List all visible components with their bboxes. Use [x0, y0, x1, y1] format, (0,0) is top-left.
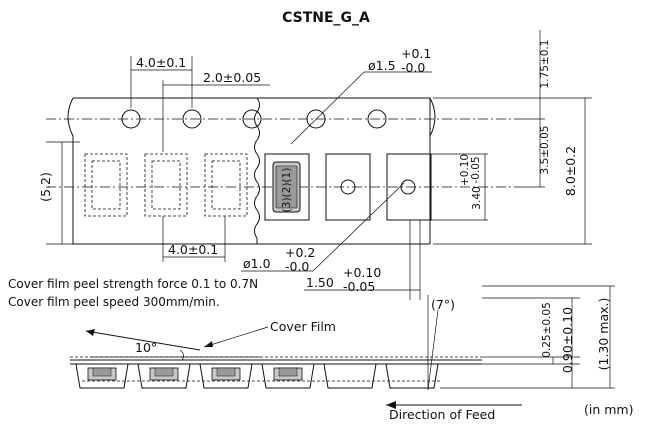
dim-left-side: (5.2)	[38, 141, 80, 245]
note-peel-force: Cover film peel strength force 0.1 to 0.…	[8, 277, 258, 291]
svg-text:4.0±0.1: 4.0±0.1	[168, 242, 218, 257]
svg-text:ø1.5: ø1.5	[368, 58, 396, 73]
svg-text:2.0±0.05: 2.0±0.05	[203, 70, 261, 85]
sprocket-hole	[242, 109, 262, 129]
svg-text:-0.05: -0.05	[343, 279, 375, 294]
svg-text:(1.30 max.): (1.30 max.)	[596, 298, 611, 371]
svg-text:-0.0: -0.0	[401, 60, 425, 75]
svg-text:10°: 10°	[135, 340, 157, 355]
svg-text:ø1.0: ø1.0	[243, 256, 271, 271]
dim-pitch-4-bottom: 4.0±0.1	[162, 216, 226, 262]
svg-text:+0.10: +0.10	[459, 154, 471, 186]
drawing-title: CSTNE_G_A	[282, 10, 370, 26]
dim-pitch-4: 4.0±0.1	[130, 55, 193, 108]
dim-right-side: 1.75±0.1 3.5±0.05 8.0±0.2 3.40 +0.10 -0.…	[431, 30, 592, 245]
cover-film-label: Cover Film	[270, 319, 336, 334]
dim-length-150: 1.50 +0.10 -0.05	[304, 220, 421, 300]
unit-label: (in mm)	[584, 402, 633, 417]
empty-pockets	[325, 153, 432, 221]
sprocket-hole	[121, 109, 141, 129]
sprocket-hole	[182, 109, 202, 129]
dim-hole-dia: ø1.5 +0.1 -0.0	[290, 46, 432, 145]
svg-text:3.40: 3.40	[471, 186, 483, 209]
dim-small-hole: ø1.0 +0.2 -0.0	[241, 182, 405, 274]
svg-text:0.90±0.10: 0.90±0.10	[560, 307, 575, 373]
tape-top-view	[46, 97, 520, 245]
tape-side-view: 10° Cover Film (7°)	[70, 285, 615, 391]
svg-text:(5.2): (5.2)	[38, 172, 53, 202]
direction-of-feed: Direction of Feed	[386, 401, 522, 422]
svg-text:0.25±0.05: 0.25±0.05	[541, 302, 553, 358]
svg-text:Direction of Feed: Direction of Feed	[389, 407, 495, 422]
peel-direction-arrow	[85, 330, 201, 351]
svg-text:1.50: 1.50	[306, 275, 334, 290]
sprocket-hole	[306, 109, 326, 129]
side-pockets	[75, 363, 440, 389]
tape-break-line	[254, 97, 260, 244]
svg-text:4.0±0.1: 4.0±0.1	[136, 55, 186, 70]
svg-text:-0.05: -0.05	[470, 156, 482, 183]
svg-text:8.0±0.2: 8.0±0.2	[563, 146, 578, 196]
svg-text:1.75±0.1: 1.75±0.1	[539, 40, 551, 89]
sprocket-holes	[121, 109, 387, 129]
component-pocket: (3)(2)(1)	[264, 153, 310, 221]
svg-text:+0.2: +0.2	[285, 245, 315, 260]
sprocket-hole	[367, 109, 387, 129]
svg-text:+0.1: +0.1	[401, 46, 431, 61]
svg-text:3.5±0.05: 3.5±0.05	[539, 126, 551, 175]
orientation-label: (3)(2)(1)	[281, 168, 293, 213]
dashed-pockets	[84, 153, 248, 217]
svg-text:(7°): (7°)	[431, 297, 455, 312]
note-peel-speed: Cover film peel speed 300mm/min.	[8, 295, 220, 309]
dim-pitch-2: 2.0±0.05	[162, 70, 270, 152]
svg-text:+0.10: +0.10	[343, 265, 381, 280]
svg-text:-0.0: -0.0	[285, 259, 309, 274]
